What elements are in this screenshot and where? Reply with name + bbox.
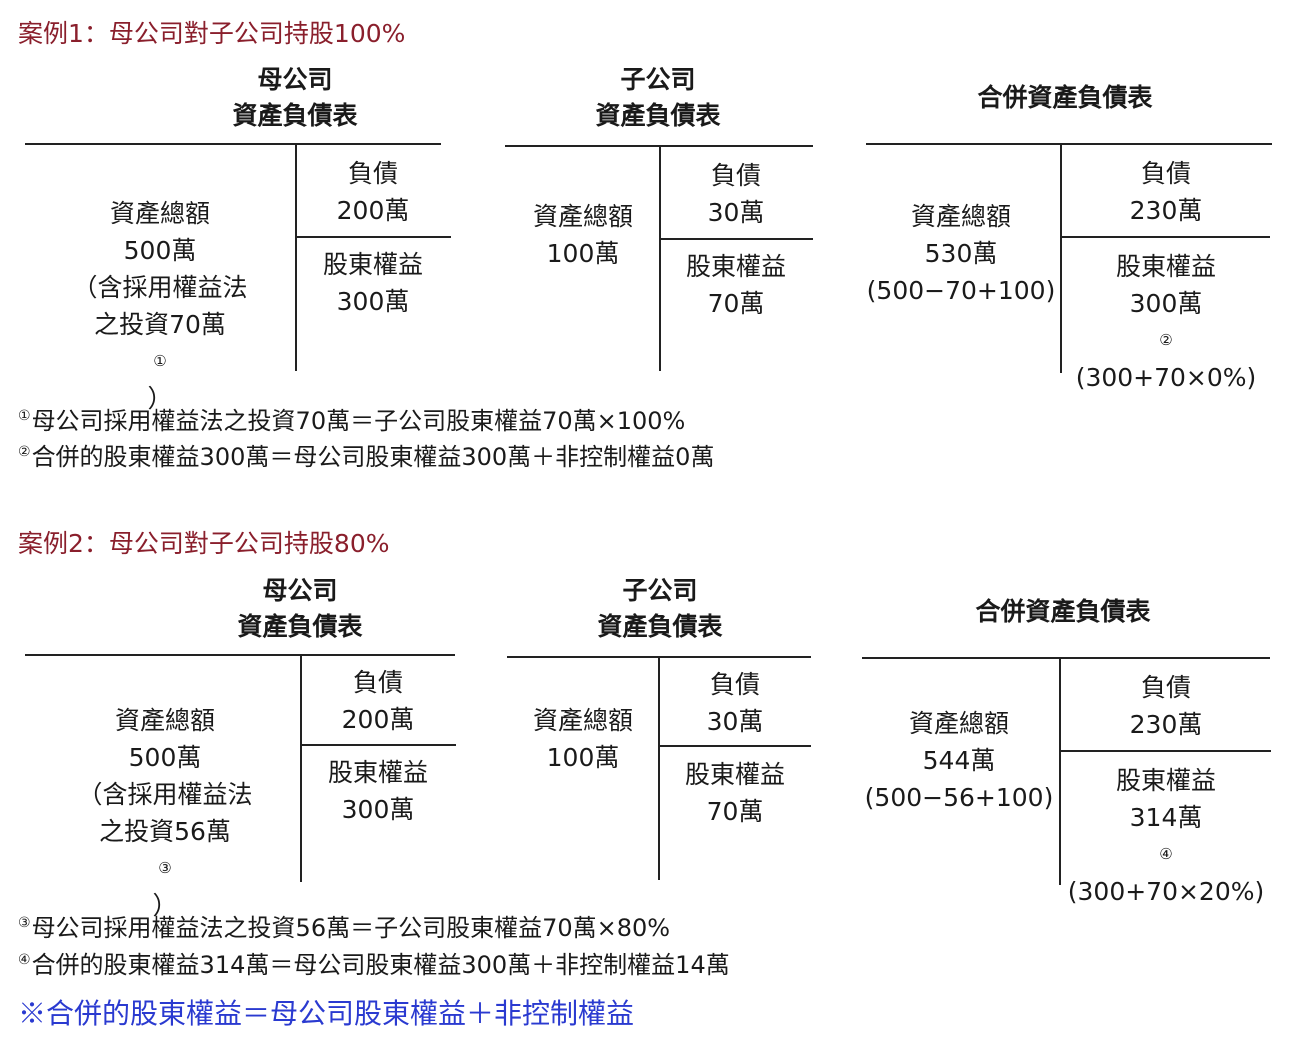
case1-parent-equity: 股東權益 300萬: [322, 250, 423, 316]
case2-consol-right-rule: [1061, 750, 1271, 752]
case2-sub-top-rule: [507, 656, 811, 658]
case1-parent-liab: 負債 200萬: [336, 159, 410, 225]
case1-consol-divider: [1060, 145, 1062, 373]
case1-title: 案例1：母公司對子公司持股100%: [18, 14, 405, 50]
case2-consol-top-rule: [862, 657, 1270, 659]
case2-sub-liab: 負債 30萬: [706, 670, 764, 736]
case1-note-2: ②合併的股東權益300萬＝母公司股東權益300萬＋非控制權益0萬: [18, 443, 715, 471]
case2-consol-liab: 負債 230萬: [1129, 673, 1203, 739]
case1-consol-liab: 負債 230萬: [1129, 159, 1203, 225]
case2-parent-divider: [300, 656, 302, 882]
case1-sub-divider: [659, 147, 661, 371]
case2-parent-equity: 股東權益 300萬: [327, 758, 428, 824]
case2-sub-divider: [658, 658, 660, 880]
case1-sub-top-rule: [505, 145, 813, 147]
note-marker: ①: [153, 352, 167, 370]
case1-parent-header: 母公司 資產負債表: [232, 65, 358, 130]
case2-label: 案例2：: [18, 529, 109, 558]
summary-formula: ※合併的股東權益＝母公司股東權益＋非控制權益: [18, 997, 635, 1030]
case1-sub-equity: 股東權益 70萬: [685, 252, 786, 318]
case2-sub-equity: 股東權益 70萬: [684, 760, 785, 826]
case1-label: 案例1：: [18, 19, 109, 48]
case1-note-1: ①母公司採用權益法之投資70萬＝子公司股東權益70萬×100%: [18, 407, 686, 435]
case2-parent-header: 母公司 資產負債表: [237, 576, 363, 641]
case2-consol-assets: 資產總額 544萬 (500−56+100): [864, 709, 1054, 812]
case1-parent-divider: [295, 145, 297, 371]
case1-parent-top-rule: [25, 143, 441, 145]
case1-parent-right-rule: [297, 236, 451, 238]
case1-consol-assets: 資產總額 530萬 (500−70+100): [866, 202, 1056, 305]
case1-sub-assets: 資產總額 100萬: [532, 202, 633, 268]
case1-sub-right-rule: [661, 238, 813, 240]
case2-parent-top-rule: [25, 654, 455, 656]
case2-heading: 母公司對子公司持股80%: [108, 529, 390, 558]
note-marker: ④: [1159, 845, 1173, 863]
case2-note-4: ④合併的股東權益314萬＝母公司股東權益300萬＋非控制權益14萬: [18, 951, 730, 979]
case1-sub-liab: 負債 30萬: [707, 161, 765, 227]
note-marker: ②: [1159, 331, 1173, 349]
case2-note-3: ③母公司採用權益法之投資56萬＝子公司股東權益70萬×80%: [18, 914, 671, 942]
note-marker: ③: [158, 859, 172, 877]
case2-sub-header: 子公司 資產負債表: [597, 576, 723, 641]
case1-sub-header: 子公司 資產負債表: [595, 65, 721, 130]
case1-heading: 母公司對子公司持股100%: [108, 19, 406, 48]
case2-parent-right-rule: [302, 744, 456, 746]
case2-title: 案例2：母公司對子公司持股80%: [18, 524, 389, 560]
case2-sub-assets: 資產總額 100萬: [532, 706, 633, 772]
case1-consol-header: 合併資產負債表: [977, 83, 1153, 112]
case2-sub-right-rule: [660, 745, 811, 747]
case2-consol-divider: [1059, 659, 1061, 885]
case2-parent-liab: 負債 200萬: [341, 668, 415, 734]
case1-consol-top-rule: [866, 143, 1272, 145]
case1-consol-right-rule: [1062, 236, 1270, 238]
case2-consol-header: 合併資產負債表: [975, 597, 1151, 626]
